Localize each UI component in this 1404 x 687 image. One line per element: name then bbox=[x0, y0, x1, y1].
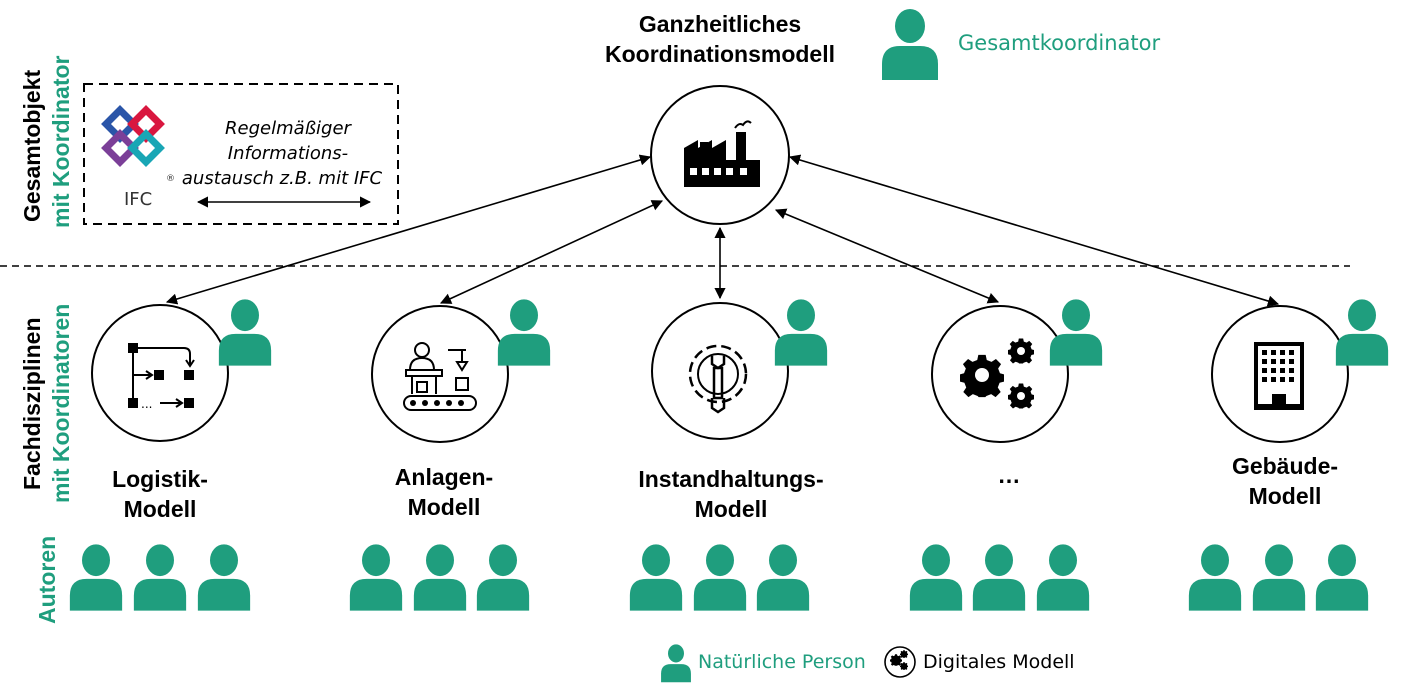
svg-text:IFC: IFC bbox=[124, 189, 152, 210]
side-label-fachdisziplinen: Fachdisziplinen mit Koordinatoren bbox=[19, 304, 74, 503]
ifc-exchange-box bbox=[83, 83, 399, 225]
wrench-gear-icon bbox=[688, 344, 748, 414]
svg-text:Gebäude-: Gebäude- bbox=[1232, 453, 1338, 479]
ifc-text-line2: Informations- bbox=[228, 143, 348, 164]
process-flow-icon: ... bbox=[128, 343, 195, 411]
author-group-gebaeude bbox=[1188, 544, 1369, 611]
coordinator-person-icon bbox=[497, 299, 551, 366]
connector-weitere bbox=[774, 208, 1000, 304]
svg-text:Modell: Modell bbox=[695, 496, 768, 522]
svg-text:Fachdisziplinen: Fachdisziplinen bbox=[19, 317, 45, 490]
legend-person-label: Natürliche Person bbox=[698, 651, 866, 673]
coordinator-person-icon bbox=[774, 299, 828, 366]
author-group-anlagen bbox=[349, 544, 530, 611]
svg-text:Modell: Modell bbox=[1249, 483, 1322, 509]
gesamtkoordinator-label: Gesamtkoordinator bbox=[958, 31, 1160, 55]
legend-person-icon bbox=[661, 644, 691, 683]
svg-text:Anlagen-: Anlagen- bbox=[395, 464, 493, 490]
top-title-line2: Koordinationsmodell bbox=[605, 41, 835, 67]
svg-text:Gesamtobjekt: Gesamtobjekt bbox=[19, 70, 45, 222]
connector-logistik bbox=[165, 154, 652, 305]
connector-gebaeude bbox=[788, 154, 1280, 307]
ifc-logo: IFC ® bbox=[101, 105, 175, 210]
connector-anlagen bbox=[439, 200, 664, 304]
gears-icon bbox=[960, 338, 1034, 409]
model-node-instandhaltung: Instandhaltungs- Modell bbox=[638, 299, 828, 522]
svg-text:Modell: Modell bbox=[124, 496, 197, 522]
model-node-logistik: ... Logistik- Modell bbox=[91, 299, 272, 522]
svg-text:Instandhaltungs-: Instandhaltungs- bbox=[638, 466, 823, 492]
author-group-weitere bbox=[909, 544, 1090, 611]
side-label-gesamtobjekt: Gesamtobjekt mit Koordinator bbox=[19, 55, 74, 228]
svg-text:mit Koordinatoren: mit Koordinatoren bbox=[48, 304, 74, 503]
svg-text:Autoren: Autoren bbox=[34, 536, 60, 624]
svg-text:®: ® bbox=[166, 174, 175, 184]
model-node-anlagen: Anlagen- Modell bbox=[371, 299, 551, 520]
coordinator-person-icon bbox=[1049, 299, 1103, 366]
model-node-weitere: … bbox=[931, 299, 1103, 488]
author-group-instandhaltung bbox=[629, 544, 810, 611]
top-title-line1: Ganzheitliches bbox=[639, 11, 801, 37]
ifc-text-line3: austausch z.B. mit IFC bbox=[182, 168, 383, 189]
factory-icon bbox=[684, 120, 760, 187]
author-group-logistik bbox=[69, 544, 251, 611]
legend: Natürliche Person Digitales Modell bbox=[661, 644, 1075, 683]
legend-model-label: Digitales Modell bbox=[923, 651, 1075, 673]
svg-text:...: ... bbox=[141, 397, 152, 411]
svg-text:Modell: Modell bbox=[408, 494, 481, 520]
svg-text:mit Koordinator: mit Koordinator bbox=[48, 55, 74, 228]
svg-text:…: … bbox=[998, 462, 1021, 488]
building-icon bbox=[1254, 342, 1304, 410]
conveyor-worker-icon bbox=[403, 342, 477, 411]
coordinator-person-icon bbox=[218, 299, 272, 366]
ifc-text-line1: Regelmäßiger bbox=[225, 118, 352, 139]
svg-text:Logistik-: Logistik- bbox=[112, 466, 208, 492]
model-node-gebaeude: Gebäude- Modell bbox=[1211, 299, 1389, 509]
gesamtkoordinator-person-icon bbox=[882, 9, 938, 80]
coordinator-person-icon bbox=[1335, 299, 1389, 366]
side-label-autoren: Autoren bbox=[34, 536, 60, 624]
